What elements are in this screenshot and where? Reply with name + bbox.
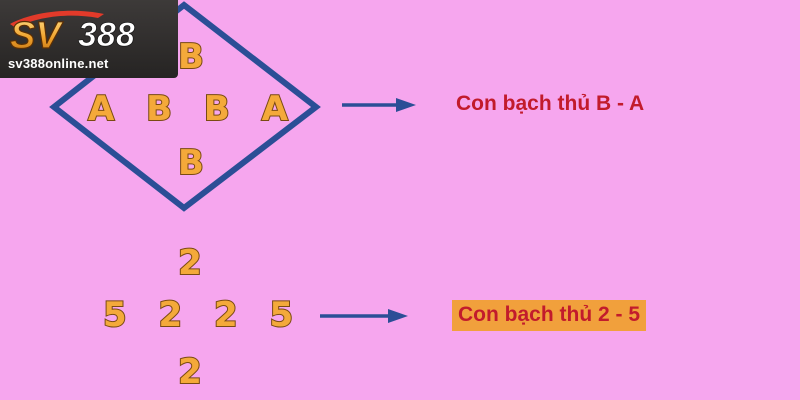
cross-bottom-digit: 2 <box>177 352 203 392</box>
svg-text:388: 388 <box>78 16 135 54</box>
diamond-middle-row: A B B A <box>87 89 298 129</box>
arrow-icon <box>320 309 408 323</box>
diamond-bottom-letter: B <box>177 143 205 183</box>
svg-text:SV: SV <box>10 15 63 56</box>
cross-middle-row: 5 2 2 5 <box>102 295 304 335</box>
cross-top-digit: 2 <box>177 243 203 283</box>
result-label-letters: Con bạch thủ B - A <box>456 92 645 115</box>
diamond-top-letter: B <box>177 37 205 77</box>
result-label-numbers: Con bạch thủ 2 - 5 <box>452 300 647 331</box>
arrow-icon <box>342 98 416 112</box>
brand-logo: SV 388 sv388online.net <box>0 0 178 78</box>
sv388-logo-mark: SV 388 <box>9 10 135 56</box>
brand-url: sv388online.net <box>8 56 109 71</box>
